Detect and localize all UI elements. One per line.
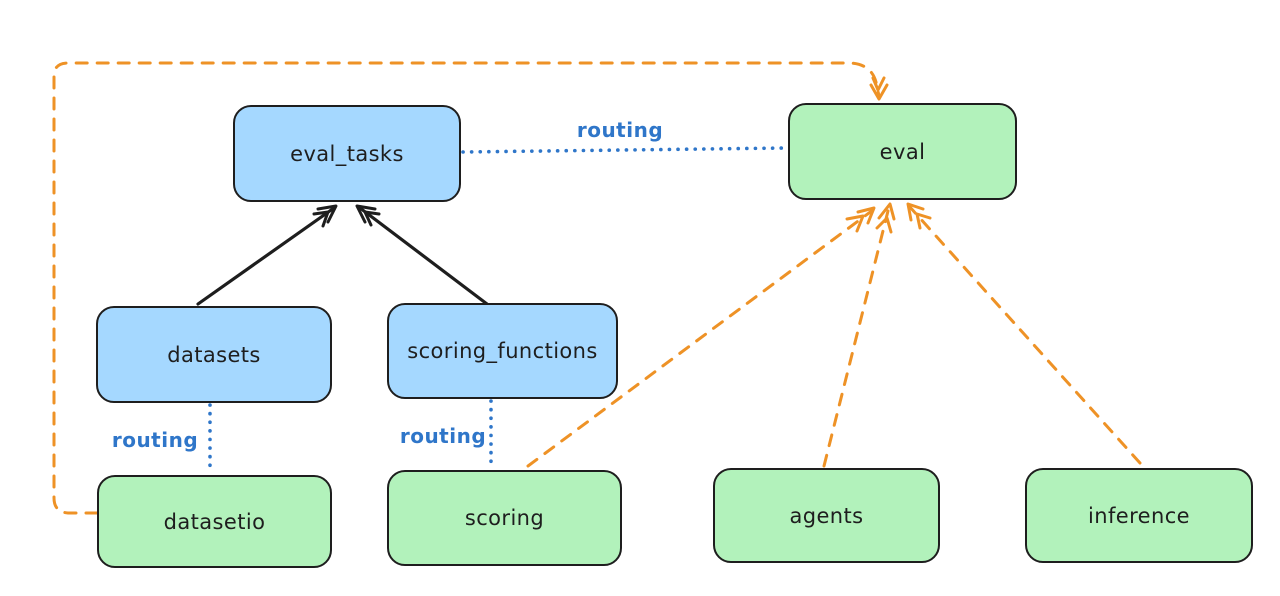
node-scoring-label: scoring: [464, 506, 545, 530]
node-datasetio[interactable]: datasetio: [97, 475, 332, 568]
edge-datasets-to-eval-tasks: [196, 204, 338, 306]
edge-agents-to-eval: [822, 202, 896, 468]
edge-scoring-to-eval: [526, 206, 876, 468]
node-eval[interactable]: eval: [788, 103, 1017, 200]
node-datasetio-label: datasetio: [163, 509, 266, 534]
node-agents[interactable]: agents: [713, 468, 940, 563]
node-inference[interactable]: inference: [1025, 468, 1253, 563]
node-datasets-label: datasets: [167, 342, 261, 367]
node-inference-label: inference: [1088, 503, 1190, 528]
node-scoring-functions-label: scoring_functions: [407, 339, 598, 363]
edge-label-routing-scoring-functions-scoring: routing: [399, 424, 487, 448]
node-scoring[interactable]: scoring: [387, 470, 622, 566]
edge-datasetio-to-eval: [52, 61, 889, 515]
node-eval-tasks-label: eval_tasks: [290, 141, 404, 166]
edge-label-routing-datasets-datasetio: routing: [111, 428, 199, 452]
node-datasets[interactable]: datasets: [96, 306, 332, 403]
edge-label-routing-eval-tasks-eval: routing: [576, 118, 664, 142]
node-eval-tasks[interactable]: eval_tasks: [233, 105, 461, 202]
node-eval-label: eval: [879, 139, 926, 164]
edge-eval-tasks-to-eval-routing: [461, 146, 788, 154]
node-agents-label: agents: [789, 503, 864, 528]
edge-inference-to-eval: [906, 202, 1142, 465]
edge-scoring-functions-to-eval-tasks: [355, 204, 489, 306]
node-scoring-functions[interactable]: scoring_functions: [387, 303, 618, 399]
